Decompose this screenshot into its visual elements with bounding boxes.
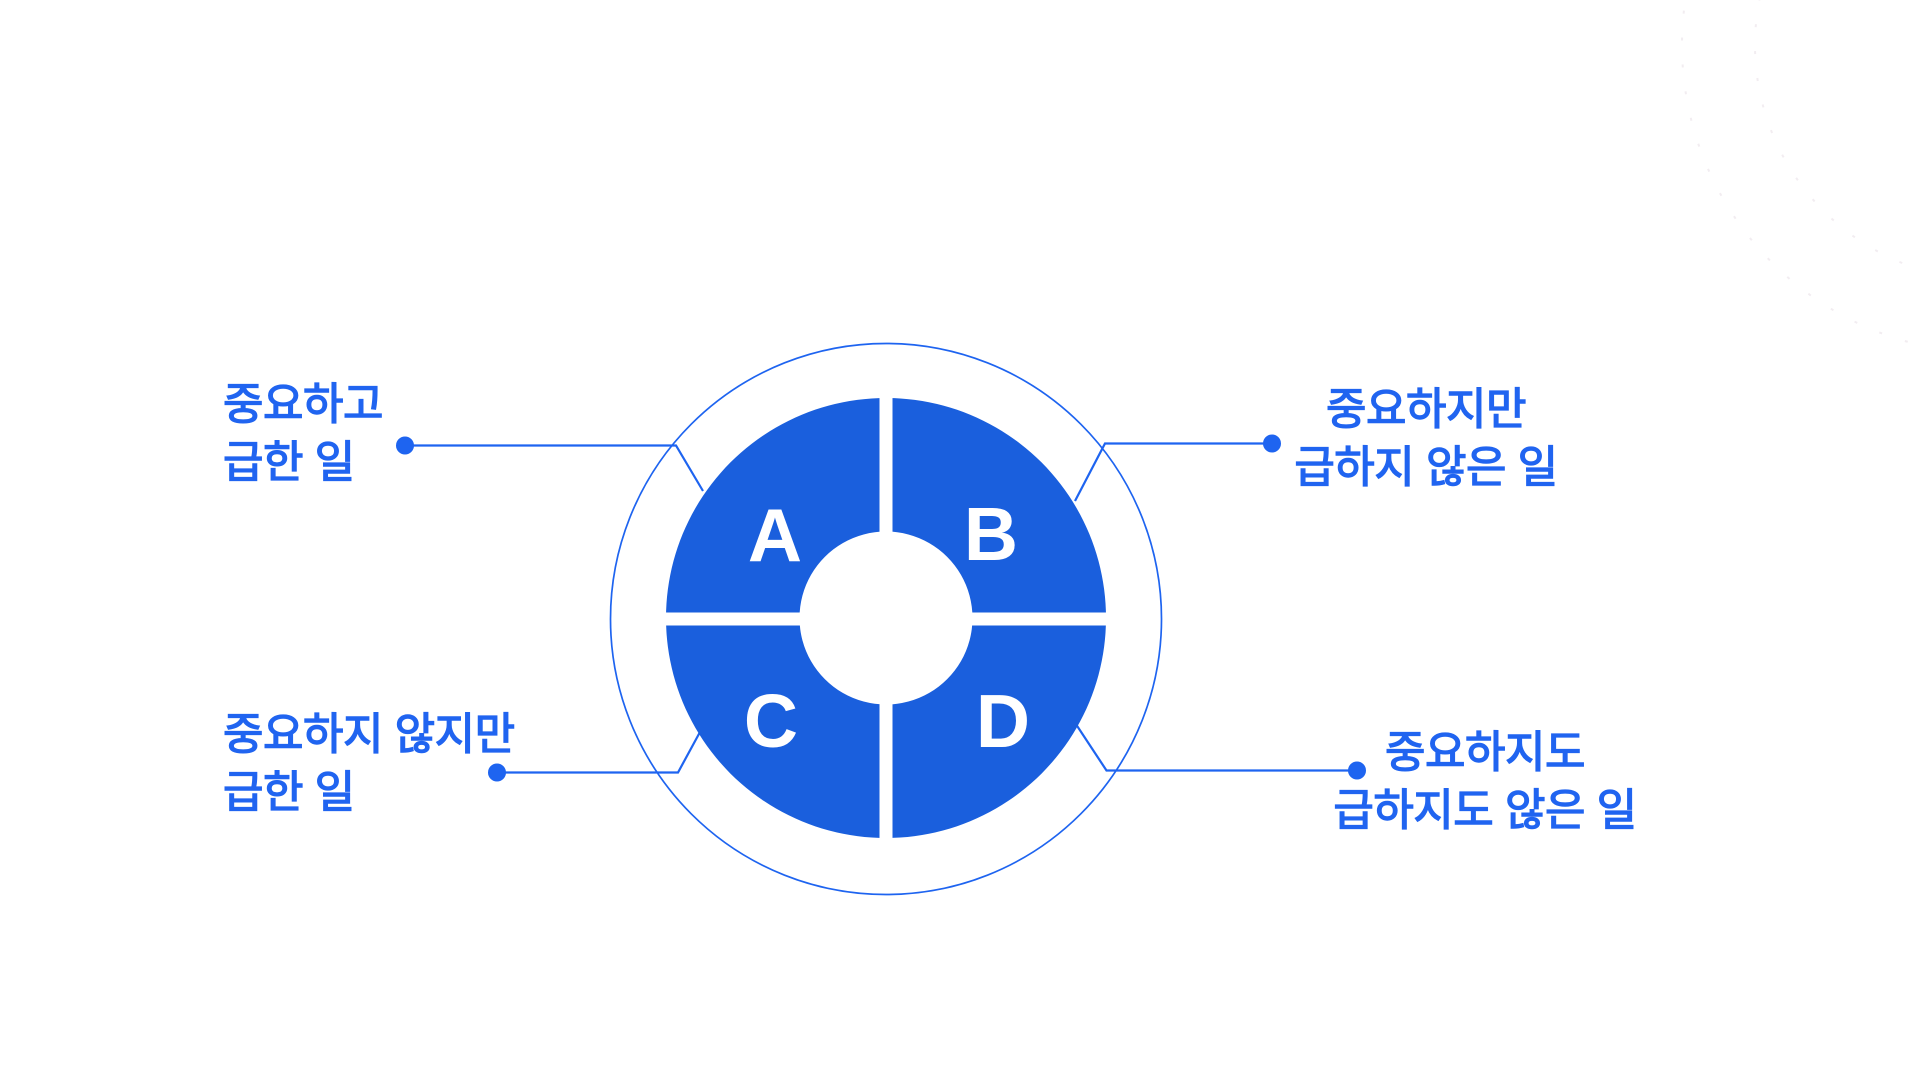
label-bottom-left: 중요하지 않지만 급한 일	[223, 706, 515, 822]
label-top-left: 중요하고 급한 일	[223, 376, 383, 492]
label-bottom-right: 중요하지도 급하지도 않은 일	[1283, 724, 1687, 840]
label-dot-bottom-left	[488, 763, 506, 782]
label-line: 급하지 않은 일	[1294, 443, 1558, 492]
label-line: 급한 일	[223, 438, 355, 487]
connector-bottom-right	[1075, 724, 1357, 772]
quadrant-letters: A B C D	[744, 492, 1030, 763]
quadrant-letter-c: C	[744, 679, 798, 763]
quadrant-letter-b: B	[964, 492, 1018, 576]
connector-bottom-left	[497, 731, 701, 774]
label-line: 중요하지만	[1326, 385, 1526, 434]
outer-ring-circle	[609, 342, 1163, 896]
label-dot-top-left	[396, 436, 414, 455]
connector-top-right	[1074, 442, 1272, 502]
label-line: 급한 일	[223, 768, 355, 817]
label-dot-bottom-right	[1348, 761, 1366, 780]
label-line: 중요하고	[223, 380, 383, 429]
label-line: 중요하지도	[1385, 728, 1585, 777]
quadrant-letter-d: D	[976, 679, 1030, 763]
connectors	[405, 442, 1357, 774]
label-dot-top-right	[1263, 434, 1281, 453]
quadrant-gaps	[663, 395, 1109, 841]
label-line: 중요하지 않지만	[223, 710, 515, 759]
decorative-dashed-circles	[1681, 0, 1920, 346]
donut	[666, 398, 1107, 838]
deco-circle-outer	[1681, 0, 1920, 346]
label-top-right: 중요하지만 급하지 않은 일	[1224, 381, 1628, 497]
connector-dots	[396, 434, 1366, 782]
quadrant-letter-a: A	[748, 493, 802, 577]
connector-top-left	[405, 444, 704, 492]
quadrant-gap-horizontal	[663, 612, 1109, 626]
label-line: 급하지도 않은 일	[1333, 786, 1637, 835]
deco-circle-inner	[1754, 0, 1920, 271]
